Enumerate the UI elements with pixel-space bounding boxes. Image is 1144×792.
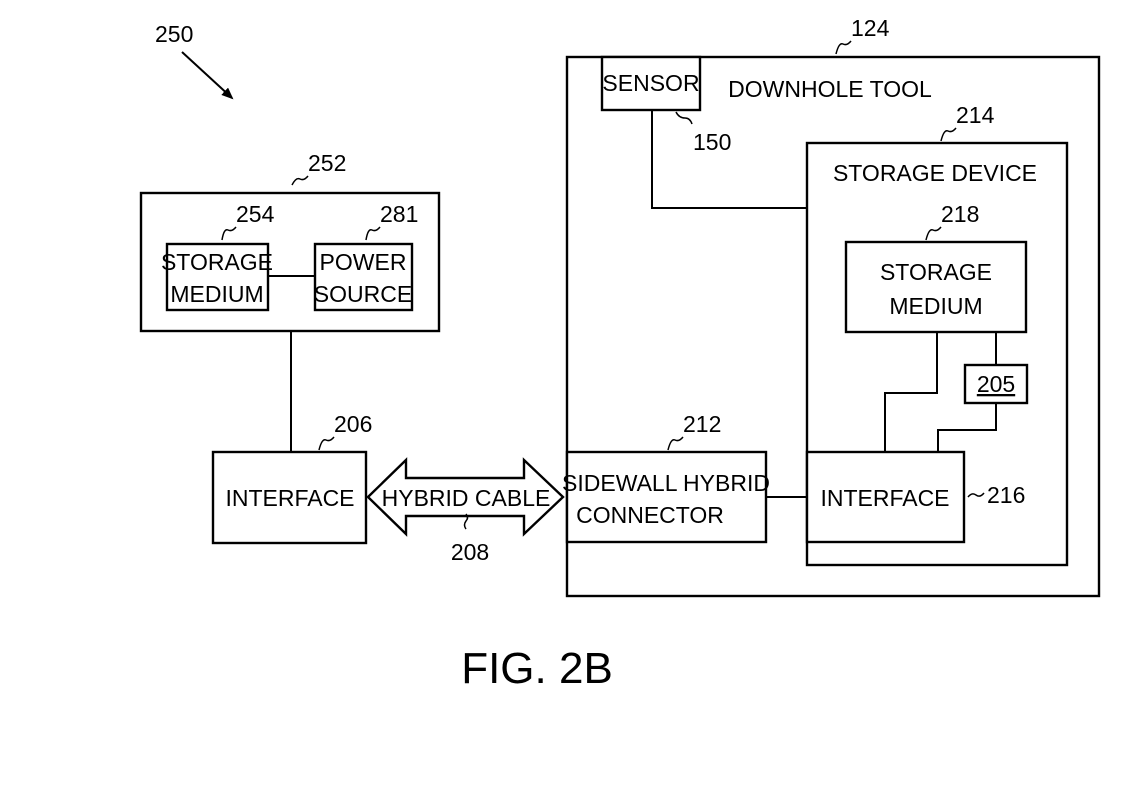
ref-214-leader: [940, 127, 957, 142]
tool-storage-medium-line2: MEDIUM: [889, 293, 982, 319]
ref-212: 212: [683, 411, 721, 437]
ref-254-leader: [221, 226, 237, 241]
ref-206-leader: [318, 436, 335, 451]
surface-interface: INTERFACE 206: [211, 411, 372, 545]
hybrid-cable-label: HYBRID CABLE: [382, 485, 551, 511]
sensor-label: SENSOR: [602, 70, 699, 96]
surface-unit: 252 STORAGE MEDIUM 254 POWER SOURCE 281: [139, 150, 441, 333]
ref-124-leader: [835, 40, 852, 55]
ref-150-leader: [675, 111, 693, 125]
ref-206: 206: [334, 411, 372, 437]
sidewall-connector-box: [565, 450, 768, 544]
figure-caption: FIG. 2B: [461, 644, 613, 693]
ref-208: 208: [451, 539, 489, 565]
ref-124: 124: [851, 15, 890, 41]
power-source-line2: SOURCE: [314, 281, 412, 307]
storage-device-label: STORAGE DEVICE: [833, 160, 1037, 186]
surface-storage-medium-box: [165, 242, 270, 312]
205-to-interface-link: [937, 403, 997, 452]
ref-150: 150: [693, 129, 731, 155]
ref-281: 281: [380, 201, 418, 227]
ref-218: 218: [941, 201, 979, 227]
surface-interface-box: [211, 450, 368, 545]
ref-252-leader: [291, 175, 309, 186]
ref-218-leader: [925, 226, 942, 241]
tool-storage-medium-line1: STORAGE: [880, 259, 992, 285]
ref-216: 216: [987, 482, 1025, 508]
ref-212-leader: [667, 436, 684, 451]
component-205-box: [963, 363, 1029, 405]
downhole-tool: DOWNHOLE TOOL 124 SENSOR 150 STORAGE DEV…: [562, 15, 1101, 598]
tool-storage-medium-box: [844, 240, 1028, 334]
sidewall-connector-line1: SIDEWALL HYBRID: [562, 470, 770, 496]
sidewall-connector-line2: CONNECTOR: [576, 502, 724, 528]
hybrid-cable-arrow: [366, 457, 565, 537]
sensor-to-storage-link: [651, 110, 807, 209]
ref-254: 254: [236, 201, 275, 227]
storage-device-box: [805, 141, 1069, 567]
ref-252: 252: [308, 150, 346, 176]
tool-interface-label: INTERFACE: [820, 485, 949, 511]
ref-250-arrow: [181, 51, 234, 100]
downhole-tool-box: [565, 55, 1101, 598]
surface-interface-label: INTERFACE: [225, 485, 354, 511]
surface-storage-medium-line1: STORAGE: [161, 249, 273, 275]
ref-214: 214: [956, 102, 995, 128]
power-source-line1: POWER: [320, 249, 407, 275]
ref-205: 205: [977, 371, 1015, 397]
hybrid-cable: HYBRID CABLE 208: [366, 457, 565, 565]
ref-208-leader: [463, 513, 469, 530]
ref-281-leader: [365, 226, 381, 241]
downhole-tool-label: DOWNHOLE TOOL: [728, 76, 932, 102]
ref-216-leader: [967, 492, 985, 498]
ref-250: 250: [155, 21, 193, 47]
storage-to-interface-link: [884, 332, 938, 452]
surface-storage-medium-line2: MEDIUM: [170, 281, 263, 307]
